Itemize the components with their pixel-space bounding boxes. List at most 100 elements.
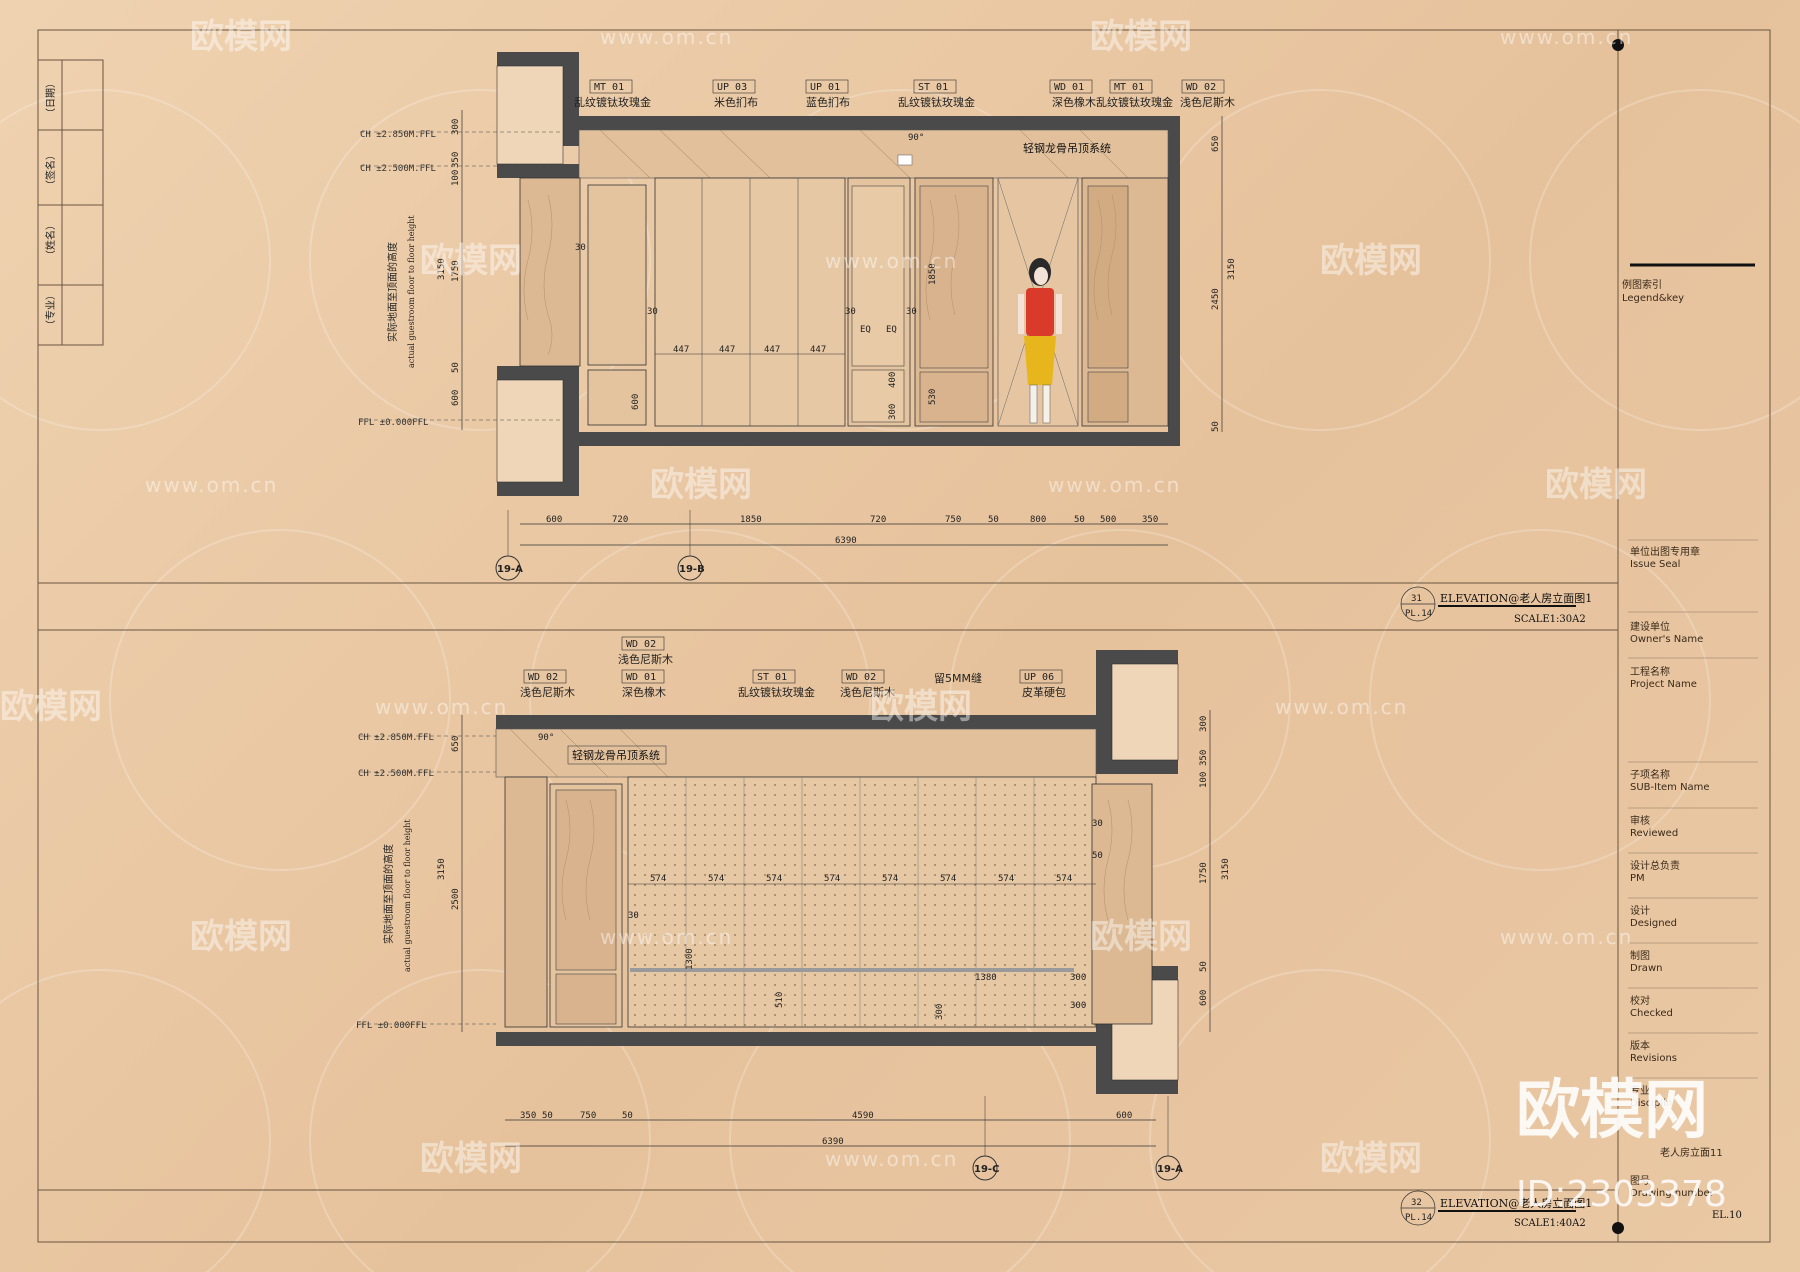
tb-subitem-en: SUB-Item Name bbox=[1630, 782, 1710, 793]
elev1-panel-dims: 447 447 447 447 bbox=[655, 345, 845, 355]
elev1-tag-3: ST 01 乱纹镀钛玫瑰金 bbox=[898, 79, 975, 109]
tag-code: UP 01 bbox=[810, 82, 840, 93]
sheet-frame bbox=[37, 29, 1771, 1243]
grid-label: 19-A bbox=[497, 564, 523, 575]
tb-discipline-en: Disciplin bbox=[1630, 1098, 1672, 1109]
wm-brand: 欧模网 bbox=[1320, 1139, 1422, 1179]
human-scale-figure bbox=[1018, 258, 1062, 424]
ref-sheet: PL.14 bbox=[1405, 1213, 1432, 1223]
dim: 50 bbox=[622, 1111, 633, 1121]
dim: 600 bbox=[1199, 990, 1209, 1006]
elev2-level-ch2: CH ±2.500M.FFL bbox=[358, 769, 434, 779]
elev2-walls bbox=[496, 650, 1178, 1094]
left-tb-name: （姓名） bbox=[44, 220, 57, 260]
tb-subitem-cn: 子项名称 bbox=[1630, 768, 1670, 781]
dim: 530 bbox=[928, 389, 938, 405]
tb-owner-cn: 建设单位 bbox=[1630, 620, 1670, 633]
tb-pm-en: PM bbox=[1630, 873, 1645, 884]
wm-url: www.om.cn bbox=[600, 925, 733, 949]
elev1-grid: 19-A 19-B bbox=[495, 510, 705, 581]
tb-project-en: Project Name bbox=[1630, 679, 1697, 690]
dim: 350 bbox=[520, 1111, 536, 1121]
tag-name: 浅色尼斯木 bbox=[1180, 95, 1235, 109]
elev2-levels: CH ±2.850M.FFL CH ±2.500M.FFL FFL ±0.000… bbox=[356, 733, 496, 1031]
dim: 447 bbox=[764, 345, 780, 355]
dim: 350 bbox=[1199, 750, 1209, 766]
dim: 1380 bbox=[975, 973, 997, 983]
wm-brand: 欧模网 bbox=[1320, 241, 1422, 281]
left-tb-discipline: （专业） bbox=[44, 290, 57, 330]
tb-drawn-en: Drawn bbox=[1630, 963, 1662, 974]
elev1-tag-5: MT 01 乱纹镀钛玫瑰金 bbox=[1096, 79, 1173, 109]
elev2-title: ELEVATION@老人房立面图1 bbox=[1440, 1196, 1592, 1210]
ref-num: 31 bbox=[1411, 594, 1422, 604]
dim: 650 bbox=[451, 736, 461, 752]
elev2-tag-0: WD 02 浅色尼斯木 bbox=[520, 669, 575, 699]
elev2-vert-note-en: actual guestroom floor to floor height bbox=[403, 819, 412, 972]
wm-url: www.om.cn bbox=[825, 1147, 958, 1171]
elev2-tag-1: WD 02 浅色尼斯木 bbox=[618, 636, 673, 666]
dim: 574 bbox=[998, 874, 1014, 884]
dim: 574 bbox=[650, 874, 666, 884]
elev1-vert-note-en: actual guestroom floor to floor height bbox=[407, 215, 416, 368]
elev1-tag-0: MT 01 乱纹镀钛玫瑰金 bbox=[574, 79, 651, 109]
elev2-right-dims: 300 350 100 1750 3150 50 600 bbox=[1199, 710, 1231, 1032]
ref-sheet: PL.14 bbox=[1405, 609, 1432, 619]
elev1-level-ffl: FFL ±0.000FFL bbox=[358, 418, 428, 428]
tb-sheet-number: EL.10 bbox=[1712, 1210, 1742, 1221]
tb-designed-en: Designed bbox=[1630, 918, 1677, 929]
tag-name: 留5MM缝 bbox=[934, 671, 982, 685]
tb-drawn-cn: 制图 bbox=[1630, 949, 1650, 962]
elev1-level-ch2: CH ±2.500M.FFL bbox=[360, 164, 436, 174]
elev2-left-dims: 650 3150 2500 bbox=[437, 715, 463, 1032]
dim: 300 bbox=[888, 404, 898, 420]
dim: EQ bbox=[860, 325, 871, 335]
tb-pm-cn: 设计总负责 bbox=[1630, 859, 1680, 872]
dim: 50 bbox=[542, 1111, 553, 1121]
elev2-tag-4: WD 02 浅色尼斯木 bbox=[840, 669, 895, 699]
elev2-misc-dims: 1380 300 300 300 510 1300 30 30 50 bbox=[628, 819, 1103, 1020]
tb-drawing-number-cn: 图号 bbox=[1630, 1175, 1650, 1187]
elev1-tag-4: WD 01 深色橡木 bbox=[1049, 79, 1096, 109]
dim: 600 bbox=[546, 515, 562, 525]
dim-total: 6390 bbox=[835, 536, 857, 546]
elev1-tag-1: UP 03 米色扪布 bbox=[712, 79, 758, 109]
elev2-bottom-dims: 350 50 750 50 4590 600 6390 bbox=[505, 1111, 1156, 1147]
dim: 300 bbox=[1199, 716, 1209, 732]
elev1-walls bbox=[497, 52, 1180, 496]
dim: 100 bbox=[451, 170, 461, 186]
elev1-scale: SCALE1:30A2 bbox=[1514, 614, 1586, 625]
tb-reviewed-en: Reviewed bbox=[1630, 828, 1678, 839]
elev2-scale: SCALE1:40A2 bbox=[1514, 1218, 1586, 1229]
elev1-levels: CH ±2.850M.FFL CH ±2.500M.FFL FFL ±0.000… bbox=[358, 130, 560, 428]
tag-name: 蓝色扪布 bbox=[806, 95, 850, 109]
elev1-right-dims: 650 3150 2450 50 bbox=[1211, 116, 1237, 432]
tag-name: 乱纹镀钛玫瑰金 bbox=[574, 95, 651, 109]
dim: 350 bbox=[451, 152, 461, 168]
corner-dot-bottom bbox=[1612, 1222, 1624, 1234]
tb-revisions-en: Revisions bbox=[1630, 1053, 1677, 1064]
elev1-vert-note-cn: 实际地面至顶面的高度 bbox=[386, 242, 399, 342]
left-tb-date: （日期） bbox=[45, 78, 57, 118]
dim: 600 bbox=[451, 390, 461, 406]
wm-url: www.om.cn bbox=[1275, 695, 1408, 719]
wm-brand: 欧模网 bbox=[420, 1139, 522, 1179]
dim: 3150 bbox=[1227, 258, 1237, 280]
wm-brand: 欧模网 bbox=[190, 17, 292, 57]
dim: 447 bbox=[810, 345, 826, 355]
dim: 350 bbox=[1142, 515, 1158, 525]
dim: 50 bbox=[451, 362, 461, 373]
tag-name: 乱纹镀钛玫瑰金 bbox=[1096, 95, 1173, 109]
left-tb-sign: （签名） bbox=[44, 150, 57, 190]
corner-dot-top bbox=[1612, 39, 1624, 51]
tag-code: WD 02 bbox=[626, 639, 656, 650]
dim: 574 bbox=[766, 874, 782, 884]
tb-issue-seal-en: Issue Seal bbox=[1630, 559, 1680, 570]
elev1-ceiling-note: 轻钢龙骨吊顶系统 bbox=[1023, 141, 1111, 155]
elev1-material-tags: MT 01 乱纹镀钛玫瑰金 UP 03 米色扪布 UP 01 蓝色扪布 ST 0… bbox=[574, 79, 1235, 109]
dim: 510 bbox=[775, 992, 785, 1008]
dim: 30 bbox=[628, 911, 639, 921]
elev2-material-tags: WD 02 浅色尼斯木 WD 02 浅色尼斯木 WD 01 深色橡木 ST 01… bbox=[520, 636, 1066, 699]
elev1-tag-2: UP 01 蓝色扪布 bbox=[805, 79, 850, 109]
